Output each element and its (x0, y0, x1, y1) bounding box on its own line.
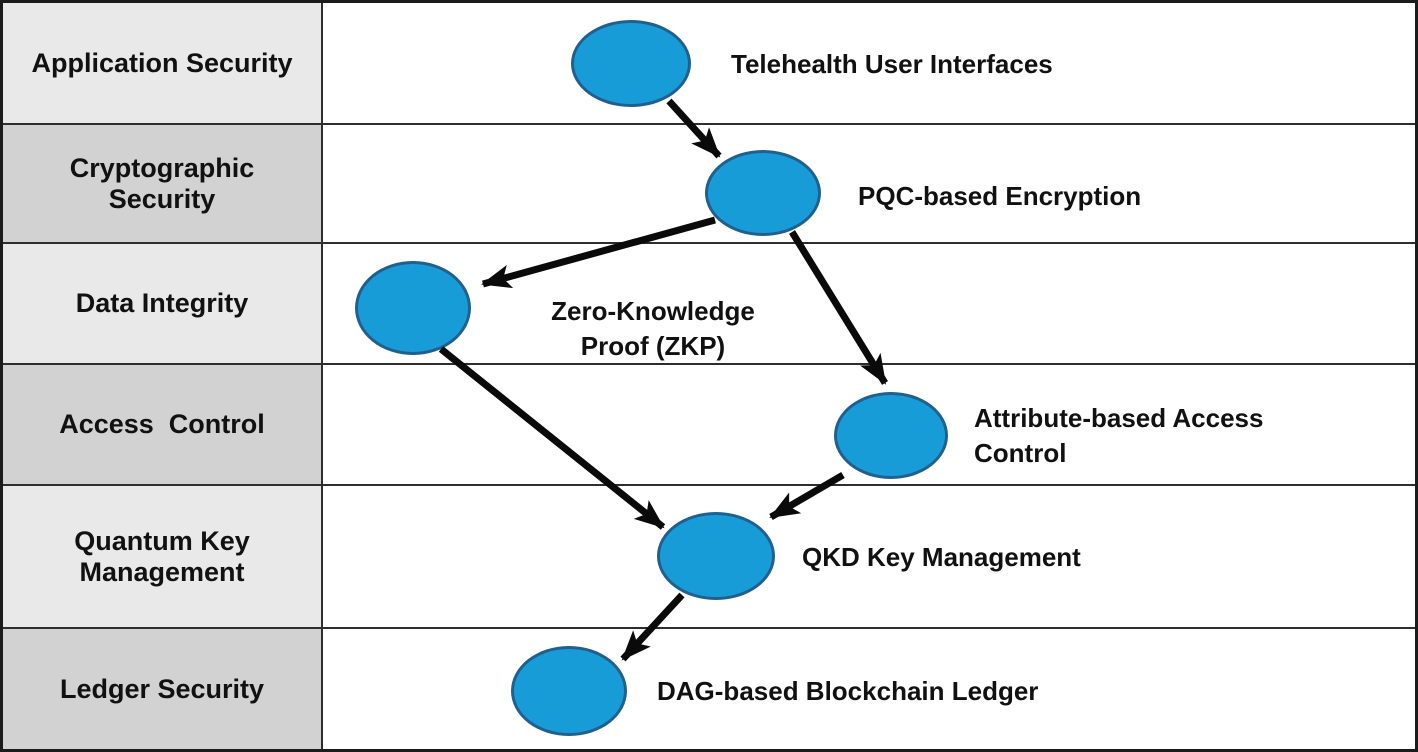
layer-canvas-application-security (323, 3, 1415, 123)
layer-label-cryptographic-security: Cryptographic Security (3, 125, 323, 242)
node-label-pqc-encryption: PQC-based Encryption (858, 181, 1142, 211)
node-label-abac: Attribute-based Access Control (974, 403, 1264, 468)
layer-row-application-security: Application Security (3, 3, 1415, 125)
node-qkd (657, 512, 775, 600)
layer-label-application-security: Application Security (3, 3, 323, 123)
layer-canvas-ledger-security (323, 629, 1415, 749)
layer-label-quantum-key-management: Quantum Key Management (3, 486, 323, 627)
node-label-zkp: Zero-Knowledge Proof (ZKP) (551, 296, 755, 361)
node-telehealth-ui (571, 20, 691, 107)
layer-label-data-integrity: Data Integrity (3, 244, 323, 363)
layer-canvas-data-integrity (323, 244, 1415, 363)
node-label-qkd: QKD Key Management (802, 542, 1081, 572)
node-zkp (355, 261, 471, 355)
layer-rows: Application Security Cryptographic Secur… (3, 3, 1415, 749)
layer-label-ledger-security: Ledger Security (3, 629, 323, 749)
layer-label-access-control: Access Control (3, 365, 323, 484)
node-label-telehealth-ui: Telehealth User Interfaces (731, 49, 1053, 79)
node-label-dag-ledger: DAG-based Blockchain Ledger (657, 676, 1039, 706)
node-abac (834, 392, 948, 479)
node-pqc-encryption (705, 150, 821, 236)
layer-row-ledger-security: Ledger Security (3, 629, 1415, 749)
node-dag-ledger (511, 646, 627, 736)
